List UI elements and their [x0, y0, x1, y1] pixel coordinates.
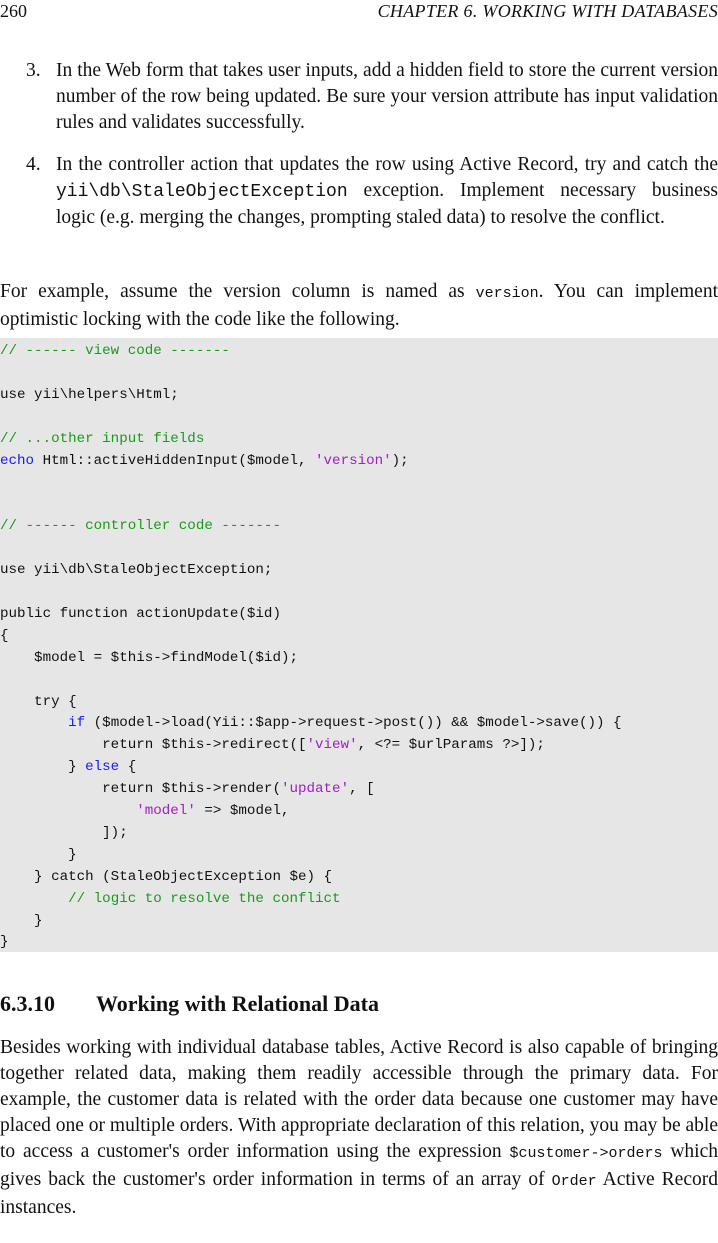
- code-line: }: [0, 934, 9, 951]
- inline-code: Order: [551, 1173, 597, 1190]
- code-line: public function actionUpdate($id): [0, 605, 281, 622]
- code-line: {: [0, 627, 9, 644]
- list-item-number: 4.: [26, 154, 41, 175]
- inline-code: $customer->orders: [509, 1145, 663, 1162]
- code-comment: // logic to resolve the conflict: [68, 890, 341, 907]
- code-string: 'model': [136, 803, 196, 820]
- code-keyword: else: [85, 759, 120, 776]
- list-item-number: 3.: [26, 60, 41, 81]
- code-keyword: echo: [0, 452, 35, 469]
- code-line: $model = $this->findModel($id);: [0, 649, 298, 666]
- page-number: 260: [0, 1, 27, 21]
- code-listing: // ------ view code ------- use yii\help…: [0, 343, 622, 951]
- chapter-title: CHAPTER 6. WORKING WITH DATABASES: [377, 1, 718, 21]
- intro-paragraph: For example, assume the version column i…: [0, 281, 718, 330]
- page-header: 260 CHAPTER 6. WORKING WITH DATABASES: [0, 0, 718, 22]
- section-number: 6.3.10: [0, 991, 55, 1016]
- code-line: ]);: [0, 824, 128, 841]
- code-string: 'view': [306, 737, 358, 754]
- steps-list: 3. In the Web form that takes user input…: [0, 58, 718, 247]
- list-item-text: In the Web form that takes user inputs, …: [56, 60, 718, 133]
- code-comment: // ...other input fields: [0, 430, 205, 447]
- code-line: use yii\helpers\Html;: [0, 386, 179, 403]
- code-string: 'version': [315, 452, 392, 469]
- code-block: // ------ view code ------- use yii\help…: [0, 338, 718, 952]
- inline-code: yii\db\StaleObjectException: [56, 182, 348, 202]
- inline-code: version: [475, 285, 539, 302]
- code-line: }: [0, 846, 77, 863]
- section-title: Working with Relational Data: [96, 991, 379, 1016]
- list-item-text: In the controller action that updates th…: [56, 154, 718, 228]
- code-comment: // ------ view code -------: [0, 343, 230, 359]
- code-comment: // ------ controller code -------: [0, 518, 281, 535]
- code-string: 'update': [280, 781, 350, 798]
- code-line: } catch (StaleObjectException $e) {: [0, 868, 333, 885]
- code-line: use yii\db\StaleObjectException;: [0, 562, 273, 579]
- relational-paragraph: Besides working with individual database…: [0, 1037, 718, 1218]
- code-keyword: if: [68, 715, 86, 732]
- code-line: }: [0, 912, 43, 929]
- list-item: 3. In the Web form that takes user input…: [0, 58, 718, 136]
- section-heading: 6.3.10 Working with Relational Data: [0, 991, 379, 1017]
- code-line: try {: [0, 693, 77, 710]
- list-item: 4. In the controller action that updates…: [0, 152, 718, 231]
